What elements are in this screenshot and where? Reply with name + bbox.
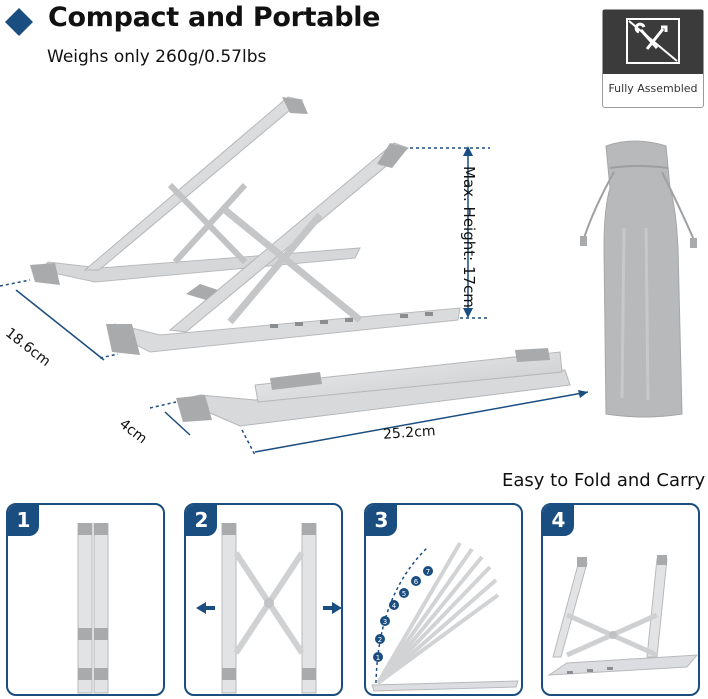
angle-label-2: 2 <box>378 636 382 644</box>
step-panel-2: 2 <box>184 503 343 696</box>
step-panel-3: 3 1 2 3 4 5 6 7 <box>364 503 523 696</box>
fully-assembled-badge: Fully Assembled <box>602 9 704 108</box>
unfold-stand-step-icon <box>196 523 341 694</box>
step-number: 4 <box>543 505 574 536</box>
angle-label-1: 1 <box>376 654 380 662</box>
badge-label: Fully Assembled <box>608 82 698 95</box>
assembled-stand-step-icon <box>547 555 698 676</box>
step-panel-4: 4 <box>541 503 700 696</box>
page-title: Compact and Portable <box>48 2 381 33</box>
fold-caption: Easy to Fold and Carry <box>502 470 706 491</box>
angle-label-4: 4 <box>392 602 397 610</box>
back-stand <box>30 96 361 285</box>
folded-stand <box>176 348 571 427</box>
page-subtitle: Weighs only 260g/0.57lbs <box>47 47 267 67</box>
angle-label-5: 5 <box>402 590 406 598</box>
angle-label-7: 7 <box>426 568 430 576</box>
laptop-stand-illustration <box>0 96 589 456</box>
carry-pouch-illustration <box>580 140 697 418</box>
angle-label-6: 6 <box>414 578 419 586</box>
diamond-bullet-icon <box>5 8 33 36</box>
front-stand <box>106 142 461 355</box>
angle-adjust-step-icon: 1 2 3 4 5 6 7 <box>371 541 519 692</box>
step-panel-1: 1 <box>6 503 165 696</box>
dimension-lines <box>0 146 589 456</box>
no-tools-icon <box>626 18 680 64</box>
max-height-label: Max. Height: 17cm <box>460 166 478 308</box>
step-number: 3 <box>366 505 397 536</box>
step-number: 2 <box>186 505 217 536</box>
angle-label-3: 3 <box>383 618 387 626</box>
folded-stand-step-icon <box>77 523 109 694</box>
badge-icon-area <box>603 10 703 74</box>
step-number: 1 <box>8 505 39 536</box>
